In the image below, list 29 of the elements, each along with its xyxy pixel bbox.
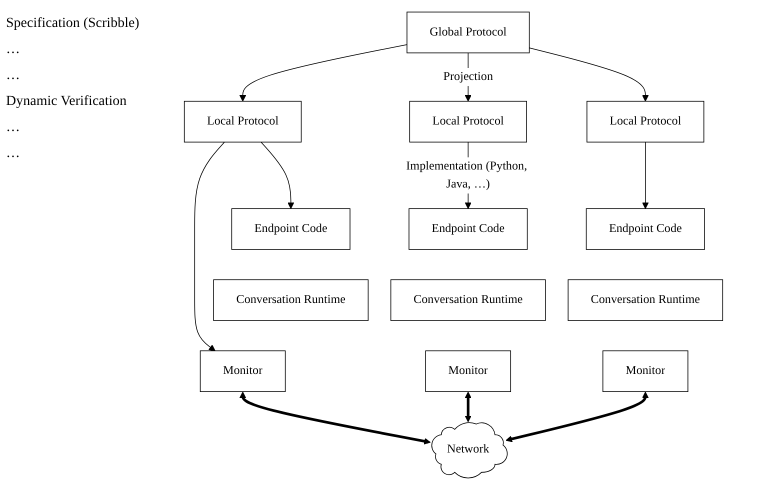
node-box: Monitor (425, 350, 512, 392)
node-box: Conversation Runtime (390, 279, 546, 321)
node-box: Endpoint Code (408, 208, 528, 250)
edge-label: Projection (443, 70, 493, 84)
arrow (194, 142, 225, 352)
arrow (239, 392, 431, 444)
edge-label: Implementation (Python, Java, …) (406, 159, 528, 190)
side-note: Specification (Scribble) (6, 16, 140, 32)
node-box: Monitor (602, 350, 688, 392)
side-note: Dynamic Verification (6, 94, 128, 110)
arrow (260, 142, 294, 209)
side-note: … (6, 146, 21, 162)
node-box: Local Protocol (184, 100, 302, 142)
arrow (464, 392, 472, 422)
node-box: Global Protocol (406, 12, 530, 54)
node-box: Local Protocol (409, 100, 527, 142)
arrow (642, 142, 649, 209)
side-note: … (6, 68, 21, 84)
node-box: Conversation Runtime (213, 279, 369, 321)
side-note: … (6, 120, 21, 136)
node-box: Monitor (200, 350, 286, 392)
arrow (528, 47, 649, 102)
arrow (506, 392, 649, 442)
node-box: Endpoint Code (231, 208, 350, 250)
arrow (239, 44, 408, 102)
node-box: Endpoint Code (586, 208, 705, 250)
node-box: Conversation Runtime (568, 279, 724, 321)
node-box: Local Protocol (586, 100, 704, 142)
side-note: … (6, 42, 21, 58)
